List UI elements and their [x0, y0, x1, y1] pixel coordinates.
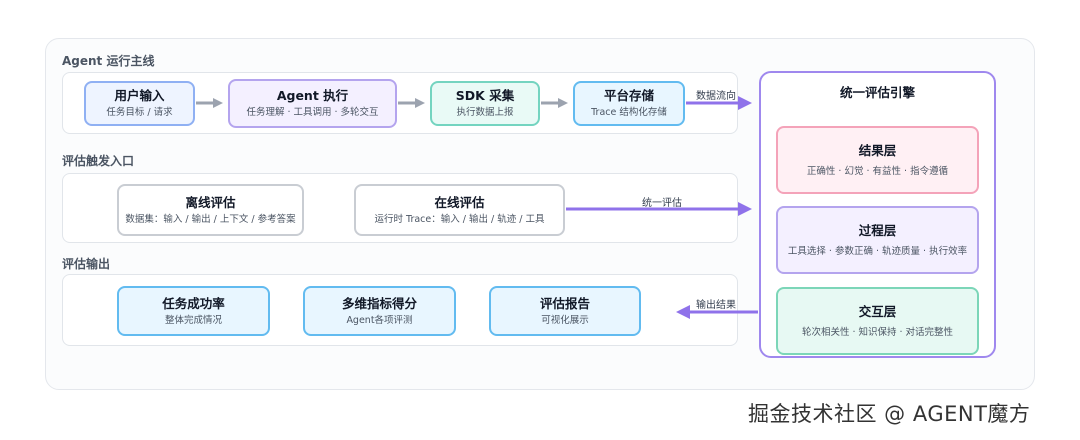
node-subtitle: 整体完成情况	[164, 314, 222, 326]
edge-label-output-result: 输出结果	[696, 300, 736, 311]
node-offline-eval: 离线评估 数据集：输入 / 输出 / 上下文 / 参考答案	[117, 184, 304, 236]
node-task-success-rate: 任务成功率 整体完成情况	[117, 286, 270, 336]
engine-layer-interaction: 交互层 轮次相关性 · 知识保持 · 对话完整性	[776, 287, 979, 355]
node-user-input: 用户输入 任务目标 / 请求	[84, 81, 195, 126]
node-subtitle: 数据集：输入 / 输出 / 上下文 / 参考答案	[125, 213, 296, 225]
engine-layer-result: 结果层 正确性 · 幻觉 · 有益性 · 指令遵循	[776, 126, 979, 194]
engine-title: 统一评估引擎	[839, 85, 915, 100]
node-platform-storage: 平台存储 Trace 结构化存储	[573, 81, 685, 126]
node-subtitle: 运行时 Trace：输入 / 输出 / 轨迹 / 工具	[374, 213, 545, 225]
node-subtitle: 任务理解 · 工具调用 · 多轮交互	[246, 107, 379, 118]
node-subtitle: 轮次相关性 · 知识保持 · 对话完整性	[801, 326, 954, 338]
node-title: Agent 执行	[276, 88, 349, 103]
node-title: 交互层	[858, 303, 897, 319]
node-agent-execution: Agent 执行 任务理解 · 工具调用 · 多轮交互	[228, 79, 397, 128]
node-title: 离线评估	[185, 194, 236, 210]
node-online-eval: 在线评估 运行时 Trace：输入 / 输出 / 轨迹 / 工具	[354, 184, 565, 236]
node-title: 平台存储	[603, 88, 654, 103]
node-title: SDK 采集	[455, 88, 515, 103]
node-subtitle: 工具选择 · 参数正确 · 轨迹质量 · 执行效率	[787, 245, 968, 257]
node-subtitle: 可视化展示	[541, 314, 589, 326]
node-title: 过程层	[858, 222, 897, 238]
section-title-outputs: 评估输出	[62, 257, 111, 271]
section-title-triggers: 评估触发入口	[62, 154, 135, 168]
node-title: 在线评估	[434, 194, 485, 210]
node-title: 用户输入	[114, 88, 165, 103]
node-multi-metric-score: 多维指标得分 Agent各项评测	[303, 286, 456, 336]
node-subtitle: Agent各项评测	[346, 314, 413, 326]
node-title: 结果层	[858, 142, 897, 158]
node-subtitle: 执行数据上报	[456, 107, 514, 118]
node-title: 任务成功率	[162, 295, 225, 311]
section-title-main-line: Agent 运行主线	[62, 54, 155, 68]
node-sdk-collection: SDK 采集 执行数据上报	[430, 81, 540, 126]
node-subtitle: 任务目标 / 请求	[106, 107, 173, 118]
node-subtitle: 正确性 · 幻觉 · 有益性 · 指令遵循	[806, 165, 949, 177]
edge-label-unified-eval: 统一评估	[642, 198, 682, 209]
engine-layer-process: 过程层 工具选择 · 参数正确 · 轨迹质量 · 执行效率	[776, 206, 979, 274]
node-title: 多维指标得分	[341, 295, 417, 311]
node-title: 评估报告	[539, 295, 590, 311]
node-subtitle: Trace 结构化存储	[591, 107, 667, 118]
node-eval-report: 评估报告 可视化展示	[489, 286, 641, 336]
watermark: 掘金技术社区 @ AGENT魔方	[748, 402, 1031, 426]
edge-label-data-flow: 数据流向	[696, 91, 736, 102]
